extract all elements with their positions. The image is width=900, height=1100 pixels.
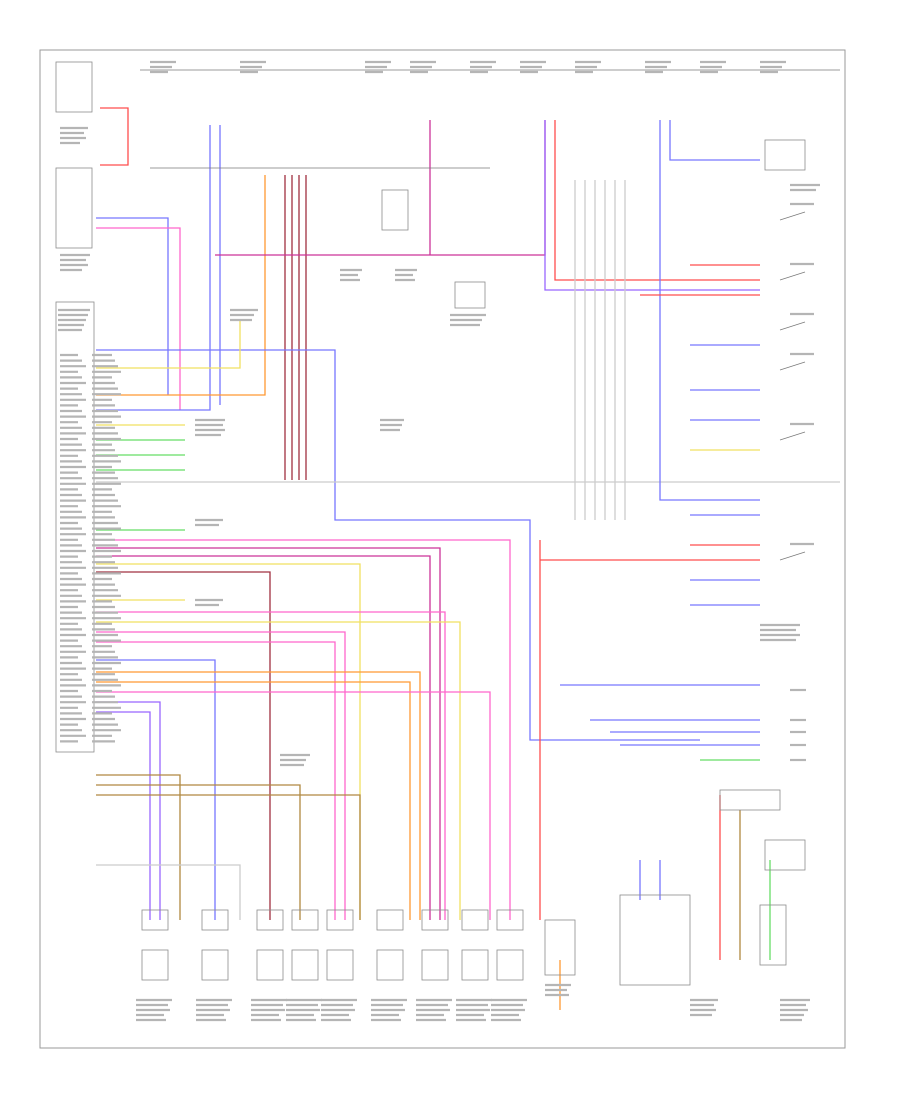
switch-assembly-box	[619, 894, 691, 986]
connector-bottom-5	[376, 909, 404, 931]
sensor-box-0	[141, 949, 169, 981]
connector-bottom-2	[256, 909, 284, 931]
right-switch-c	[719, 789, 781, 811]
wire-pink-long	[96, 539, 511, 920]
connector-bottom-4	[326, 909, 354, 931]
switch-arm-2	[779, 321, 806, 331]
wire-blower-red	[100, 107, 129, 166]
wire-blue-right	[659, 120, 760, 501]
component-layer	[55, 61, 840, 986]
relay-box	[55, 167, 93, 249]
sensor-box-5	[376, 949, 404, 981]
relay-mid	[454, 281, 486, 309]
switch-mid-a	[381, 189, 409, 231]
connector-bottom-6	[421, 909, 449, 931]
wire-brown-a	[96, 774, 181, 920]
wire-blue-right-b	[669, 120, 760, 161]
wire-red-right	[554, 120, 760, 281]
sensor-box-1	[201, 949, 229, 981]
wire-yellow-c	[96, 563, 361, 920]
connector-bottom-3	[291, 909, 319, 931]
sensor-box-8	[496, 949, 524, 981]
switch-arm-1	[779, 271, 806, 281]
wire-orange-a	[96, 175, 266, 396]
switch-arm-5	[779, 551, 806, 561]
connector-bottom-7	[461, 909, 489, 931]
wire-yellow-a	[96, 320, 241, 369]
wire-magenta-c	[96, 555, 431, 920]
wire-orange-c	[96, 681, 411, 920]
wire-violet-b	[96, 711, 151, 920]
wire-blue-long	[96, 349, 700, 741]
right-switch-a	[764, 139, 806, 171]
wire-magenta-b	[96, 547, 441, 920]
wire-blue-b	[96, 125, 211, 411]
wire-gray-b	[96, 864, 241, 920]
wire-orange-b	[96, 671, 421, 920]
switch-arm-3	[779, 361, 806, 371]
wire-brown-c	[96, 794, 361, 920]
wire-violet-right	[544, 120, 760, 291]
sensor-box-7	[461, 949, 489, 981]
sensor-box-6	[421, 949, 449, 981]
connector-bottom-0	[141, 909, 169, 931]
wire-pink-e	[96, 691, 491, 920]
wire-blue-d	[96, 659, 216, 920]
switch-arm-4	[779, 431, 806, 441]
connector-bottom-right-b	[759, 904, 787, 966]
sensor-box-3	[291, 949, 319, 981]
wire-yellow-e	[96, 621, 461, 920]
sensor-box-2	[256, 949, 284, 981]
wire-pink-d	[96, 641, 336, 920]
switch-arm-0	[779, 211, 806, 221]
sensor-box-4	[326, 949, 354, 981]
connector-bottom-right-a	[544, 919, 576, 976]
wire-darkred-e	[96, 571, 271, 920]
label-layer	[58, 60, 820, 1022]
wire-pink-c	[96, 631, 346, 920]
blower-motor-box	[55, 61, 93, 113]
wire-layer	[96, 107, 840, 1010]
wire-brown-b	[96, 784, 301, 920]
wire-pink-a	[96, 227, 181, 410]
right-switch-b	[764, 839, 806, 871]
wire-pink-b	[96, 611, 446, 920]
diagram-frame	[39, 49, 846, 1049]
connector-bottom-8	[496, 909, 524, 931]
wire-blue-a	[96, 217, 169, 395]
control-unit-box	[55, 301, 95, 753]
connector-bottom-1	[201, 909, 229, 931]
